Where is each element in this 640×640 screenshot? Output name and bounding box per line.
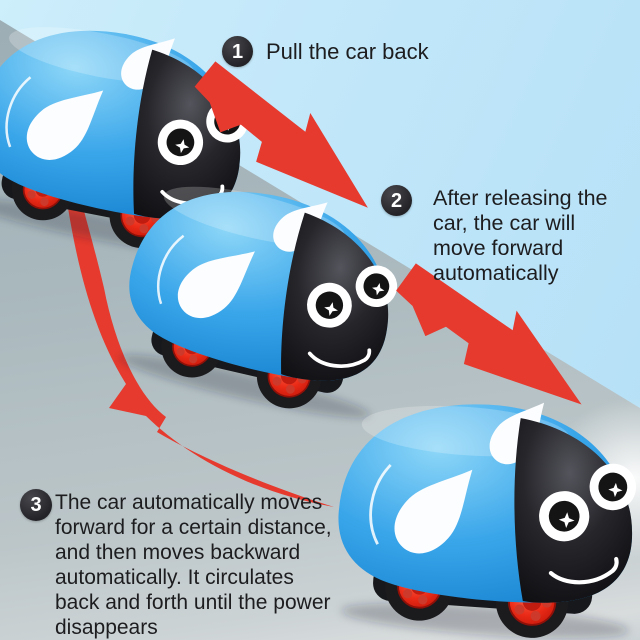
step-3-text-line: The car automatically moves	[55, 491, 323, 514]
step-1-badge: 1	[222, 36, 253, 67]
step-1-text-line: Pull the car back	[266, 39, 429, 64]
step-3-text-line: back and forth until the power	[55, 591, 331, 614]
step-3-text: The car automatically moves forward for …	[55, 490, 332, 640]
step-3-text-line: automatically. It circulates	[55, 566, 294, 589]
step-1-text: Pull the car back	[266, 38, 429, 65]
lightning-arrow-1-icon	[194, 61, 368, 208]
toy-car-bottom-right	[331, 377, 640, 640]
step-3-text-line: disappears	[55, 616, 158, 639]
lightning-arrow-2-icon	[396, 263, 582, 405]
step-2-text-line: After releasing the	[433, 186, 608, 210]
step-2-text-line: car, the car will	[433, 211, 576, 235]
step-3-badge: 3	[20, 489, 52, 521]
step-2-text-line: move forward	[433, 236, 564, 260]
step-3-text-line: forward for a certain distance,	[55, 516, 332, 539]
step-2-text-line: automatically	[433, 261, 559, 285]
step-3-text-line: and then moves backward	[55, 541, 301, 564]
step-2-text: After releasing the car, the car will mo…	[433, 186, 608, 286]
step-2-badge: 2	[381, 185, 412, 216]
